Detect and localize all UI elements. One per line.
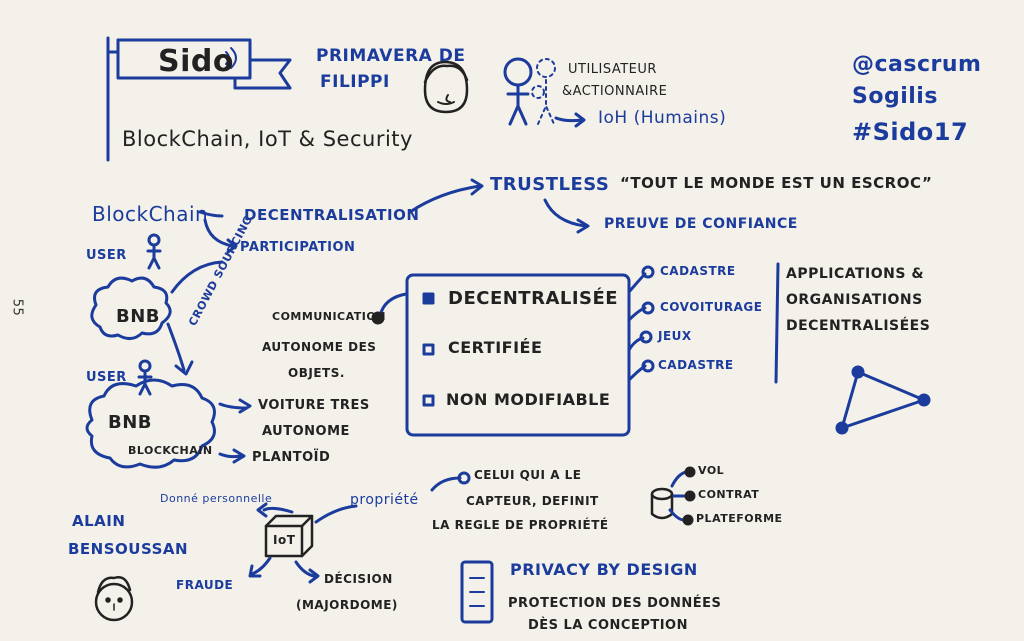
iot-label: IoT [273, 533, 296, 547]
user-label-2: USER [86, 370, 127, 385]
box-item-non-modifiable: NON MODIFIABLE [446, 390, 611, 409]
privacy-line-2: DÈS LA CONCEPTION [528, 618, 688, 633]
plateforme-label: PLATEFORME [696, 512, 783, 525]
arrow-to-trustless [408, 184, 482, 214]
vol-label: VOL [698, 464, 725, 477]
bnb-cloud-2 [85, 378, 216, 469]
voiture-label-1: VOITURE TRES [258, 398, 370, 413]
handle-sogilis: Sogilis [852, 84, 938, 109]
apps-title-2: ORGANISATIONS [786, 292, 923, 308]
fraude-label: FRAUDE [176, 578, 234, 592]
divider-line [774, 262, 780, 384]
voiture-label-2: AUTONOME [262, 424, 350, 439]
box-item-certifiee: CERTIFIÉE [448, 338, 543, 357]
iot-cube-icon [264, 514, 314, 558]
alain-label-1: ALAIN [72, 512, 126, 530]
box-item-decentralisee: DECENTRALISÉE [448, 288, 619, 309]
donnee-personnelle-label: Donné personnelle [160, 492, 273, 505]
apps-title-3: DECENTRALISÉES [786, 318, 931, 334]
alain-face-icon [94, 576, 134, 622]
celui-label-3: LA REGLE DE PROPRIÉTÉ [432, 518, 609, 532]
speaker-face-icon [423, 60, 469, 114]
main-properties-box [405, 273, 631, 437]
apps-title-1: APPLICATIONS & [786, 266, 925, 282]
communication-label: COMMUNICATION [272, 310, 386, 323]
decision-label: DÉCISION [324, 572, 393, 586]
network-graph-icon [835, 365, 931, 435]
user-icon [146, 233, 162, 270]
handle-sido17: #Sido17 [852, 118, 969, 146]
margin-page-number: 55 [9, 298, 25, 317]
handle-cascrum: @cascrum [852, 52, 982, 77]
speaker-line-1: PRIMAVERA DE [316, 46, 466, 66]
document-icon [460, 560, 494, 624]
celui-label-2: CAPTEUR, DEFINIT [466, 494, 599, 508]
actionnaire-label: &ACTIONNAIRE [562, 84, 668, 99]
celui-label-1: CELUI QUI A LE [474, 468, 582, 482]
logo-text: Sido [158, 44, 234, 79]
privacy-line-1: PROTECTION DES DONNÉES [508, 596, 722, 611]
arrow-to-decentralisation [198, 210, 224, 218]
plantoid-label: PLANTOÏD [252, 450, 331, 465]
crowd-arrow-head [174, 360, 194, 376]
alain-label-2: BENSOUSSAN [68, 540, 189, 558]
blockchain-label: BlockChain [92, 202, 209, 226]
user-actionnaire-icon [503, 57, 533, 126]
dotted-figure-icon [531, 58, 556, 125]
logo-banner [116, 38, 252, 80]
speaker-line-2: FILIPPI [320, 72, 390, 92]
arrow-participation [170, 260, 224, 294]
propriete-label: propriété [350, 492, 419, 508]
trustless-label: TRUSTLESS [490, 174, 610, 195]
autonome-label: AUTONOME DES [262, 340, 377, 354]
user-label-1: USER [86, 248, 127, 263]
majordome-label: (MAJORDOME) [296, 598, 398, 612]
privacy-title: PRIVACY BY DESIGN [510, 560, 698, 579]
app-cadastre-1: CADASTRE [660, 264, 736, 278]
contrat-label: CONTRAT [698, 488, 760, 501]
bnb-label-2: BNB [108, 412, 153, 433]
objets-label: OBJETS. [288, 366, 345, 380]
talk-subtitle: BlockChain, IoT & Security [122, 127, 413, 151]
app-cadastre-2: CADASTRE [658, 358, 734, 372]
banner-ribbon [233, 58, 292, 90]
escroc-quote: “TOUT LE MONDE EST UN ESCROC” [620, 174, 933, 192]
bnb-blockchain-label: BLOCKCHAIN [128, 444, 213, 457]
app-covoiturage: COVOITURAGE [660, 300, 763, 314]
preuve-label: PREUVE DE CONFIANCE [604, 216, 798, 232]
user-icon-2 [137, 359, 153, 396]
ioh-label: IoH (Humains) [598, 108, 727, 128]
utilisateur-label: UTILISATEUR [568, 62, 657, 77]
bnb-cloud-1 [90, 276, 172, 340]
app-jeux: JEUX [658, 329, 692, 343]
participation-label: PARTICIPATION [240, 240, 356, 255]
bnb-label-1: BNB [116, 306, 161, 327]
decentralisation-label: DECENTRALISATION [244, 206, 420, 224]
database-icon [650, 487, 674, 520]
arrow-to-preuve [543, 198, 587, 228]
